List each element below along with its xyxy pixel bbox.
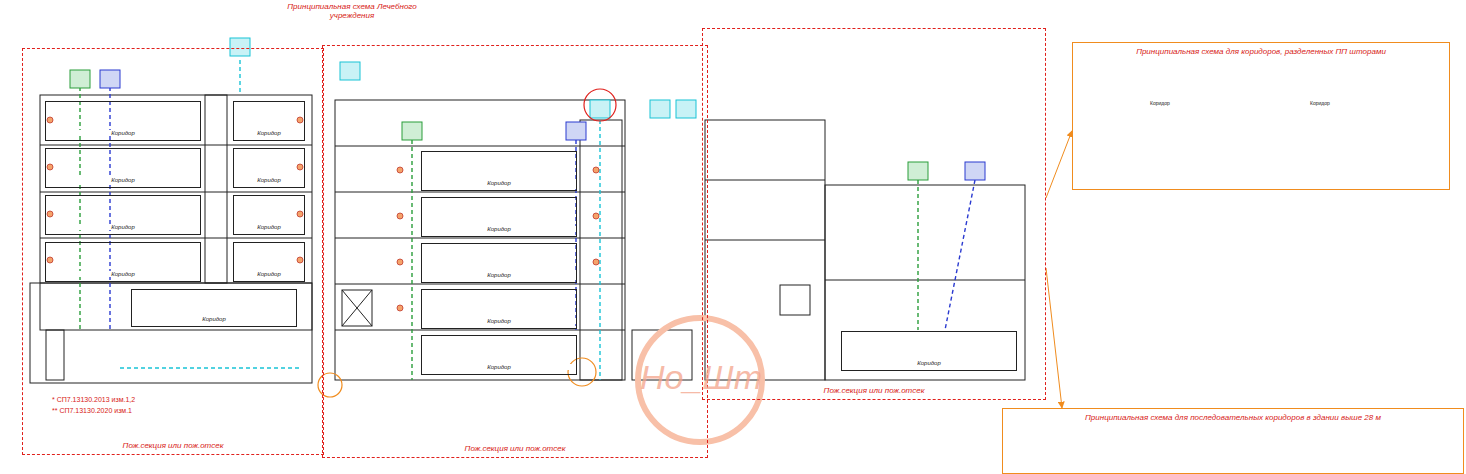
node-text: Коридор	[234, 177, 304, 183]
note-label: ** СП7.13130.2020 изм.1	[52, 407, 132, 414]
node-text: Пож.секция или пож.отсек	[23, 441, 323, 450]
detail-scheme-box: Принципиальная схема для коридоров, разд…	[1072, 42, 1450, 190]
corridor-box: Коридор	[233, 101, 305, 141]
node-text: Коридор	[234, 224, 304, 230]
node-text: Коридор	[842, 360, 1016, 366]
node-text: Коридор	[234, 271, 304, 277]
corridor-box: Коридор	[233, 195, 305, 235]
node-text: Принципиальная схема для коридоров, разд…	[1129, 47, 1392, 56]
node-text: Коридор	[132, 316, 296, 322]
node-text: Коридор	[422, 226, 576, 232]
node-text: Пож.секция или пож.отсек	[323, 444, 707, 453]
note-label: Коридор	[1310, 100, 1330, 106]
corridor-box: Коридор	[233, 148, 305, 188]
leader-arrow	[1046, 268, 1062, 408]
corridor-box: Коридор	[841, 331, 1017, 371]
node-text: Коридор	[234, 130, 304, 136]
corridor-box: Коридор	[131, 289, 297, 327]
node-text: Коридор	[422, 364, 576, 370]
corridor-box: Коридор	[421, 289, 577, 329]
note-label: * СП7.13130.2013 изм.1,2	[52, 396, 135, 403]
detail-scheme-box: Принципиальная схема для последовательны…	[1002, 408, 1464, 474]
corridor-box: Коридор	[421, 151, 577, 191]
node-text: Коридор	[46, 271, 200, 277]
fire-section-region: Пож.секция или пож.отсекКоридор	[702, 28, 1046, 400]
corridor-box: Коридор	[421, 197, 577, 237]
diagram-title: Принципиальная схема Лечебного учреждени…	[282, 2, 422, 20]
node-text: Коридор	[46, 177, 200, 183]
node-text: Коридор	[422, 272, 576, 278]
node-text: Принципиальная схема для последовательны…	[1072, 413, 1394, 422]
node-text: Коридор	[422, 318, 576, 324]
corridor-box: Коридор	[45, 101, 201, 141]
note-label: Коридор	[1150, 100, 1170, 106]
corridor-box: Коридор	[421, 243, 577, 283]
fire-section-region: Пож.секция или пож.отсекКоридорКоридорКо…	[322, 45, 708, 458]
node-text: Коридор	[46, 224, 200, 230]
corridor-box: Коридор	[45, 242, 201, 282]
fire-section-region: Пож.секция или пож.отсекКоридорКоридорКо…	[22, 48, 324, 455]
corridor-box: Коридор	[45, 195, 201, 235]
node-text: Коридор	[46, 130, 200, 136]
corridor-box: Коридор	[233, 242, 305, 282]
leader-arrow	[1046, 131, 1072, 198]
corridor-box: Коридор	[421, 335, 577, 375]
node-text: Коридор	[422, 180, 576, 186]
watermark: Ho_Шm	[640, 358, 762, 397]
corridor-box: Коридор	[45, 148, 201, 188]
